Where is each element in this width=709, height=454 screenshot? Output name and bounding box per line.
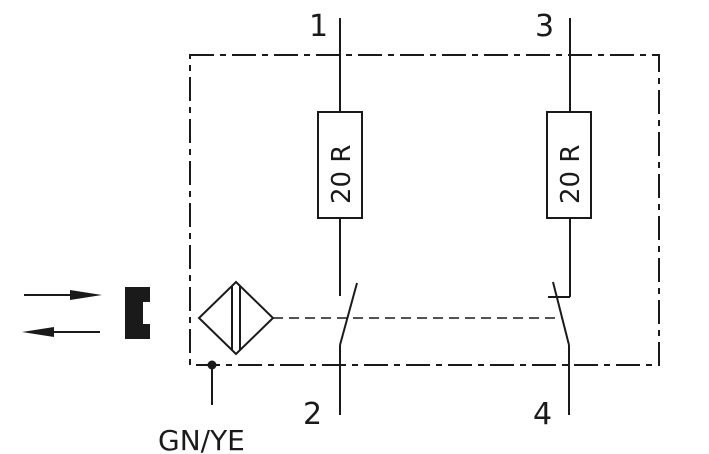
terminal-1-label: 1 [309, 9, 328, 44]
branch-3-4 [546, 18, 592, 415]
terminal-4-label: 4 [533, 397, 552, 432]
resistor-2-label: 20 R [556, 145, 586, 204]
terminal-2-label: 2 [303, 397, 322, 432]
terminal-3-label: 3 [535, 9, 554, 44]
resistor-1-label: 20 R [327, 145, 357, 204]
housing-boundary [189, 54, 660, 366]
approach-arrows-icon [22, 290, 102, 337]
switch-contact-2 [552, 281, 570, 346]
ground-label: GN/YE [158, 424, 245, 454]
target-actuator [125, 287, 150, 339]
branch-1-2 [317, 18, 363, 415]
sensor-diamond-icon [197, 280, 275, 356]
switch-contact-1 [339, 282, 358, 346]
